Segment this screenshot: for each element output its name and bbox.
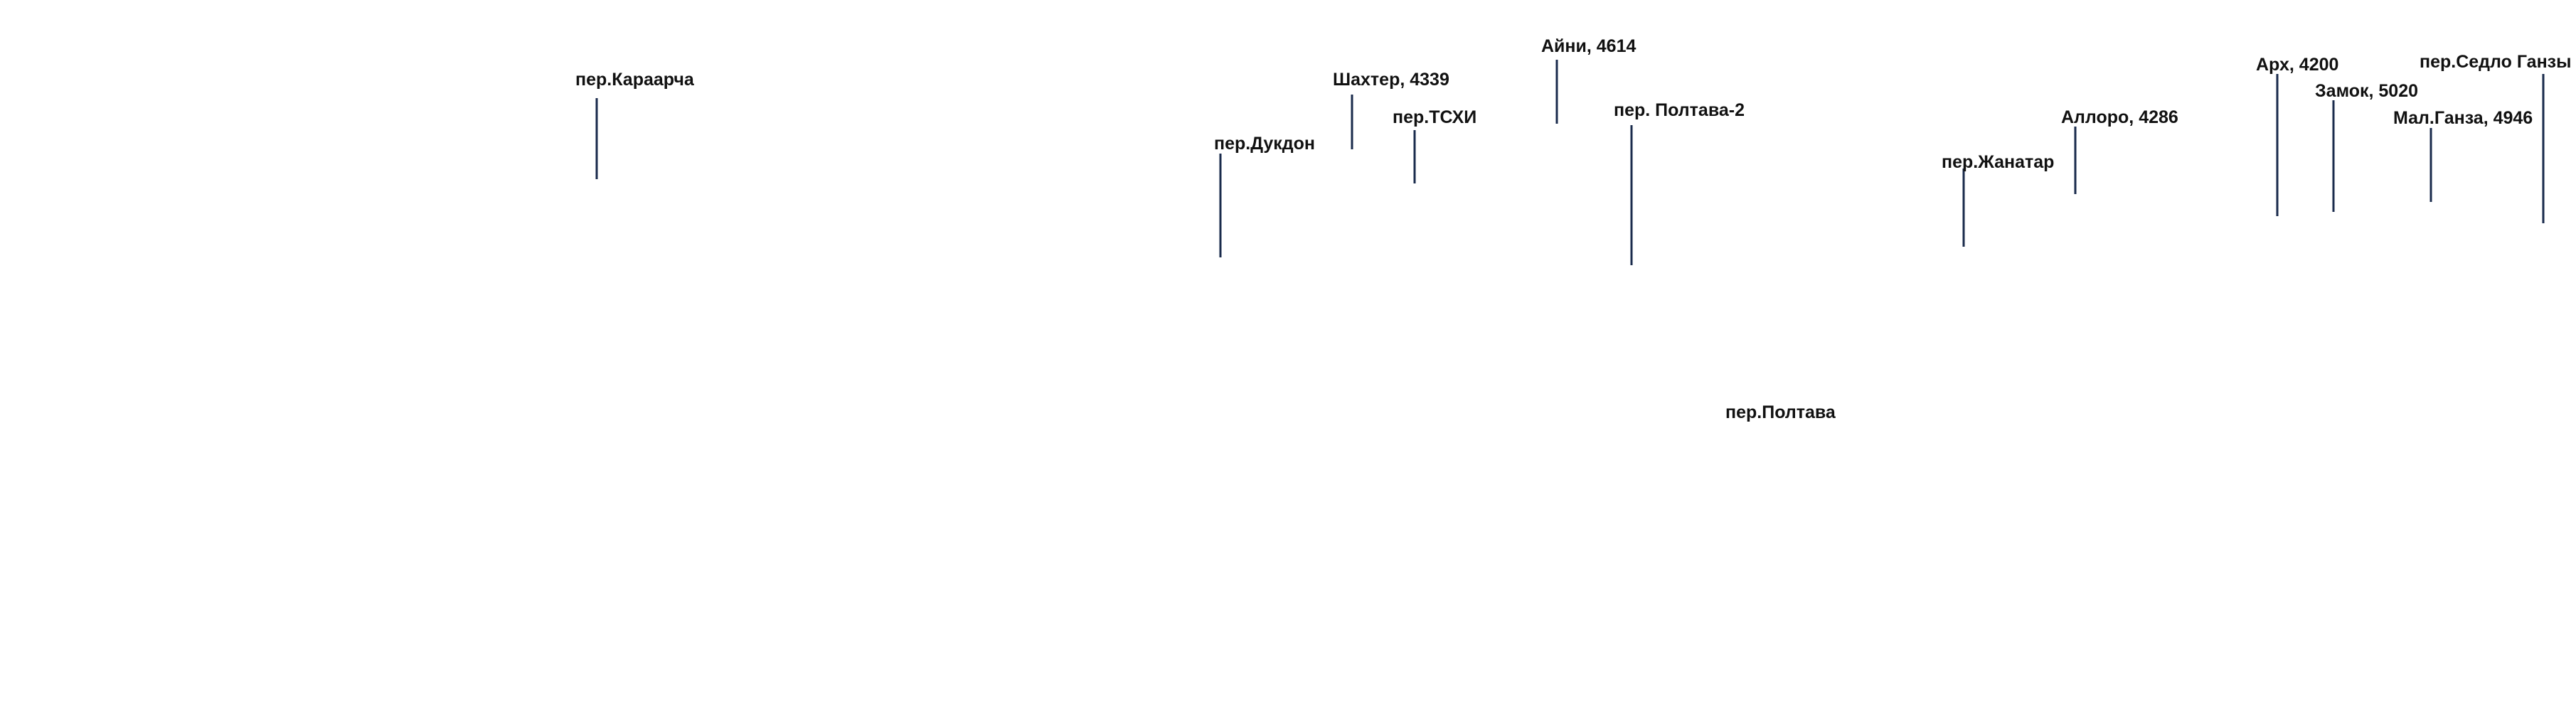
marker-zamok: Замок, 5020 [2315,81,2418,212]
marker-label: пер.Жанатар [1942,152,2054,172]
marker-mal-ganza: Мал.Ганза, 4946 [2393,108,2533,202]
marker-label: пер. Полтава-2 [1614,100,1745,120]
marker-label: Аллоро, 4286 [2061,107,2178,127]
marker-arkh: Арх, 4200 [2256,55,2338,216]
marker-label: Мал.Ганза, 4946 [2393,108,2533,128]
marker-dukdon: пер.Дукдон [1214,134,1315,257]
marker-alloro: Аллоро, 4286 [2061,107,2178,194]
marker-label: пер.Седло Ганзы [2420,52,2571,72]
marker-label: Айни, 4614 [1541,36,1636,56]
marker-label: Шахтер, 4339 [1333,70,1449,90]
marker-label: пер.Дукдон [1214,134,1315,154]
marker-zhanatar: пер.Жанатар [1942,152,2054,247]
marker-label: пер.Караарча [575,70,695,90]
marker-tskhi: пер.ТСХИ [1393,107,1476,183]
marker-karaarcha: пер.Караарча [575,70,695,179]
marker-aini: Айни, 4614 [1541,36,1636,124]
marker-label: пер.ТСХИ [1393,107,1476,127]
marker-poltava-2: пер. Полтава-2 [1614,100,1745,265]
marker-label: Замок, 5020 [2315,81,2418,101]
label-poltava: пер.Полтава [1725,402,1836,422]
marker-label: Арх, 4200 [2256,55,2338,75]
marker-shakhter: Шахтер, 4339 [1333,70,1449,149]
marker-sedlo-ganzy: пер.Седло Ганзы [2420,52,2571,223]
